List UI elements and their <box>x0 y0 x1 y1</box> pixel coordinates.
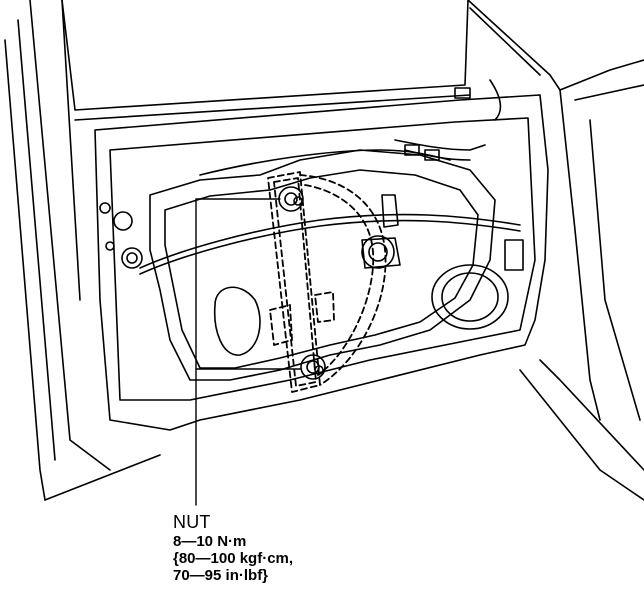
service-hole-panel <box>149 149 496 381</box>
torque-nm: 8—10 N·m <box>173 532 247 550</box>
wiring-harness <box>139 79 524 275</box>
nut-callout: NUT 8—10 N·m {80—100 kgf·cm, 70—95 in·lb… <box>173 512 293 584</box>
torque-inlbf: 70—95 in·lbf} <box>173 567 269 585</box>
window-regulator-rail <box>267 171 387 393</box>
leader-lines <box>195 198 301 506</box>
door-frame-left <box>4 0 161 501</box>
inner-panel <box>94 94 549 431</box>
torque-kgfcm: {80—100 kgf·cm, <box>173 549 294 567</box>
door-frame-right <box>519 59 644 501</box>
window-frame <box>61 0 561 121</box>
nut-icon <box>300 354 326 380</box>
panel-holes <box>99 202 509 356</box>
part-name-label: NUT <box>173 512 211 532</box>
